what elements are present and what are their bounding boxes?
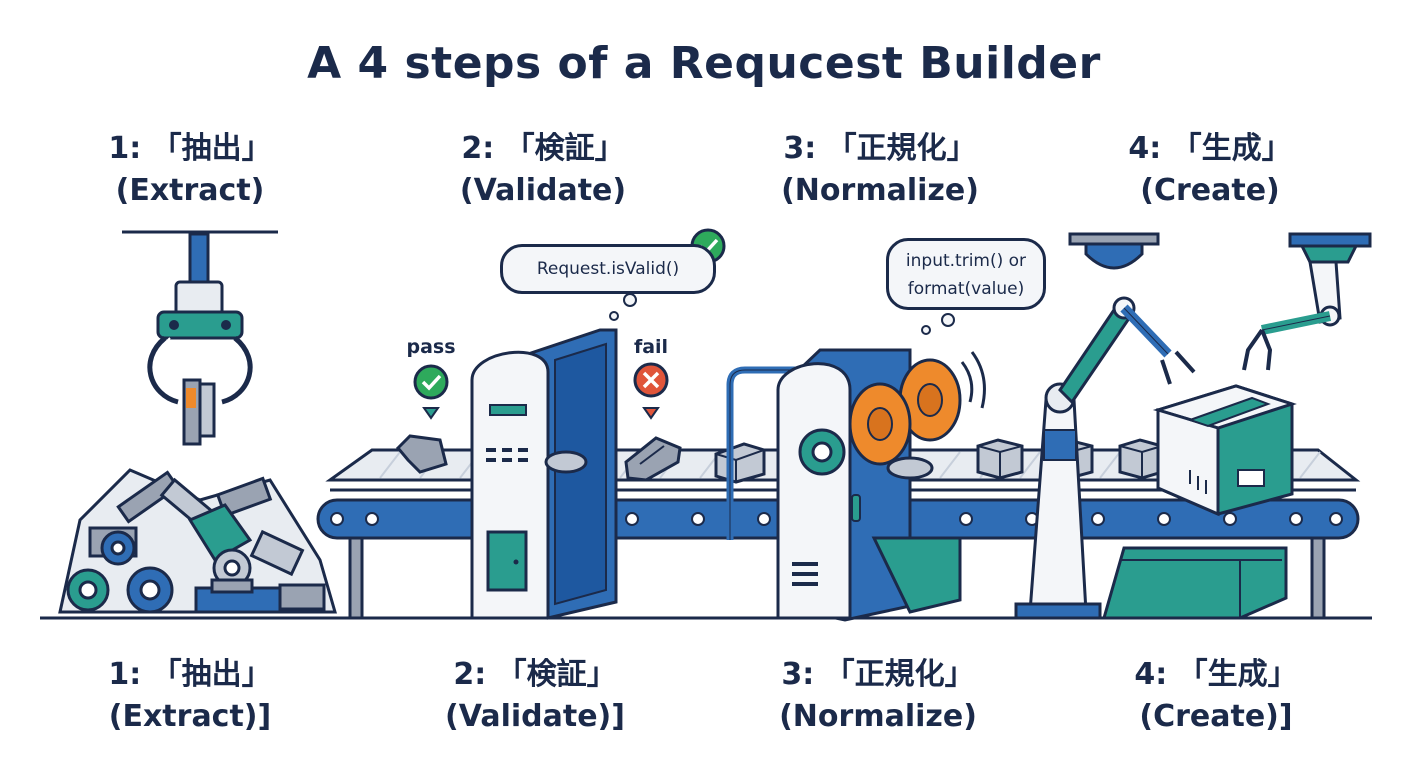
- step-1-bottom-label: 1: 「抽出」 (Extract)]: [40, 654, 340, 738]
- normalized-cube-icon: [976, 438, 1024, 480]
- step-2-bottom-label: 2: 「検証」 (Validate)]: [385, 654, 685, 738]
- step-3-bottom-jp: 3: 「正規化」: [781, 657, 975, 692]
- step-4-bottom-label: 4: 「生成」 (Create)]: [1066, 654, 1366, 738]
- step-2-bottom-jp: 2: 「検証」: [453, 657, 617, 692]
- normalize-code-line-2: format(value): [907, 279, 1025, 299]
- step-3-bottom-en: (Normalize): [779, 699, 977, 734]
- step-1-top-label: 1: 「抽出」 (Extract): [40, 128, 340, 212]
- fail-cross-icon: [633, 362, 669, 420]
- step-3-top-en: (Normalize): [781, 173, 979, 208]
- step-4-bottom-jp: 4: 「生成」: [1134, 657, 1298, 692]
- belt-part-passed-icon: [395, 434, 448, 474]
- page-title: A 4 steps of a Requcest Builder: [307, 38, 1101, 89]
- step-1-top-en: (Extract): [115, 173, 265, 208]
- step-3-bottom-label: 3: 「正規化」 (Normalize): [728, 654, 1028, 738]
- step-1-top-jp: 1: 「抽出」: [108, 131, 272, 166]
- step-1-bottom-en: (Extract)]: [108, 699, 272, 734]
- normalize-code-line-1: input.trim() or: [905, 251, 1027, 271]
- pass-check-icon: [413, 364, 449, 420]
- ceiling-lamp-icon: [1068, 232, 1160, 270]
- step-3-top-label: 3: 「正規化」 (Normalize): [730, 128, 1030, 212]
- validate-code-bubble: Request.isValid(): [500, 244, 716, 294]
- packing-station: [1102, 546, 1288, 620]
- step-2-top-en: (Validate): [459, 173, 627, 208]
- step-4-top-label: 4: 「生成」 (Create): [1060, 128, 1360, 212]
- package-box-icon: [1152, 384, 1297, 517]
- normalize-code-bubble: input.trim() or format(value): [886, 238, 1046, 310]
- normalized-cube-icon: [1118, 438, 1164, 480]
- step-1-bottom-jp: 1: 「抽出」: [108, 657, 272, 692]
- parts-pile-icon: [58, 468, 337, 614]
- step-2-bottom-en: (Validate)]: [445, 699, 625, 734]
- validator-machine: [470, 328, 618, 620]
- normalize-bubble-tail: [921, 313, 955, 335]
- step-4-bottom-en: (Create)]: [1139, 699, 1293, 734]
- robot-arm-right-icon: [1242, 232, 1372, 371]
- validate-code-text: Request.isValid(): [536, 259, 680, 279]
- roller-gear-icon: [848, 351, 986, 480]
- pass-label: pass: [406, 336, 456, 358]
- step-4-top-en: (Create): [1140, 173, 1280, 208]
- step-2-top-jp: 2: 「検証」: [461, 131, 625, 166]
- claw-icon: [122, 230, 278, 446]
- fail-label: fail: [633, 336, 669, 358]
- robot-arm-left-icon: [1014, 296, 1196, 620]
- step-4-top-jp: 4: 「生成」: [1128, 131, 1292, 166]
- step-2-top-label: 2: 「検証」 (Validate): [393, 128, 693, 212]
- validate-bubble-tail: [609, 293, 637, 321]
- belt-part-failed-icon: [624, 436, 682, 482]
- step-3-top-jp: 3: 「正規化」: [783, 131, 977, 166]
